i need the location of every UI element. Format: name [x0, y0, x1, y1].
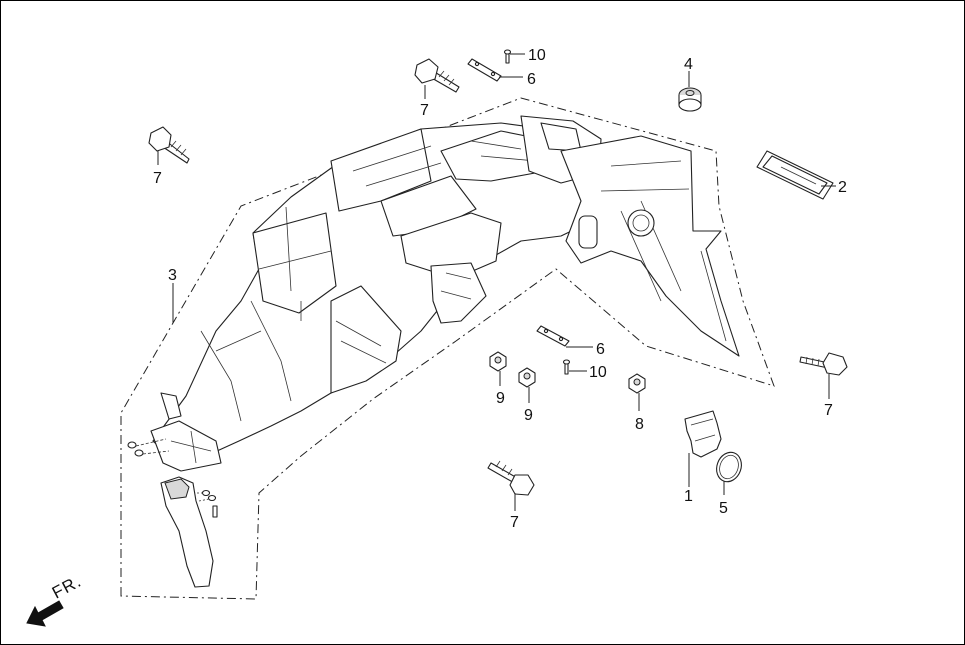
flange-bolt-top-left	[148, 126, 190, 164]
callout-10-top: 10	[528, 47, 546, 64]
callout-9-right: 9	[524, 407, 533, 424]
mounting-bracket	[684, 410, 722, 458]
callout-8: 8	[635, 416, 644, 433]
leader-lines	[157, 53, 836, 511]
nut-right	[628, 373, 646, 394]
assembly-boundary	[120, 97, 775, 600]
callout-10-middle: 10	[589, 364, 607, 381]
callout-6-top: 6	[527, 71, 536, 88]
washer-pair	[127, 438, 170, 457]
mud-flap	[160, 476, 218, 588]
callout-2: 2	[838, 179, 847, 196]
callout-6-middle: 6	[596, 341, 605, 358]
nut-left	[489, 351, 507, 372]
callout-5: 5	[719, 500, 728, 517]
front-arrow-icon	[26, 600, 64, 627]
o-ring	[716, 451, 742, 483]
flange-bolt-top-center	[414, 58, 460, 93]
clip-plate-middle	[536, 325, 570, 347]
callout-1: 1	[684, 488, 693, 505]
callout-9-left: 9	[496, 390, 505, 407]
small-screw-middle	[562, 359, 571, 375]
small-screw-top	[503, 49, 512, 64]
flange-bolt-right	[799, 352, 848, 376]
callout-3: 3	[168, 267, 177, 284]
clip-plate-top	[467, 58, 502, 82]
callout-7-top-center: 7	[420, 102, 429, 119]
callout-7-bottom: 7	[510, 514, 519, 531]
rear-fender	[150, 115, 740, 472]
callout-4: 4	[684, 56, 693, 73]
rectangular-frame	[756, 150, 834, 200]
callout-7-right: 7	[824, 402, 833, 419]
nut-middle	[518, 367, 536, 388]
grommet	[678, 87, 702, 112]
flange-bolt-bottom	[487, 460, 535, 496]
front-direction-label: FR.	[49, 571, 85, 602]
callout-7-top-left: 7	[153, 170, 162, 187]
